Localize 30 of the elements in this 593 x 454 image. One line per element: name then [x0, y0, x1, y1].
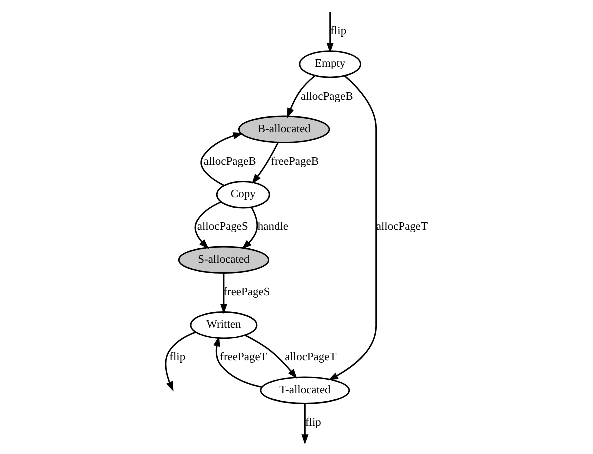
- edge-label: handle: [257, 220, 288, 233]
- arrow: [200, 132, 243, 186]
- arrow: [213, 336, 262, 388]
- edge-label: flip: [169, 351, 186, 364]
- arrow: [194, 201, 222, 249]
- arrow: [164, 331, 196, 392]
- edge-label: freePageT: [220, 351, 267, 364]
- arrow: [241, 206, 258, 250]
- edge-label: allocPageT: [376, 220, 428, 233]
- node-ellipse: T-allocated: [260, 376, 350, 404]
- arrow: [244, 334, 297, 379]
- node-ellipse: Empty: [298, 50, 361, 78]
- edge-label: allocPageB: [203, 155, 256, 168]
- arrow: [220, 272, 227, 314]
- node-ellipse: B-allocated: [238, 115, 330, 143]
- arrow: [328, 75, 377, 380]
- edge-label: freePageB: [270, 155, 319, 168]
- edge-label: allocPageS: [196, 220, 248, 233]
- arrow: [301, 403, 308, 444]
- arrow: [251, 142, 278, 184]
- edge-label: flip: [330, 25, 346, 38]
- arrow: [326, 12, 334, 53]
- node-ellipse: Copy: [216, 180, 270, 208]
- node-ellipse: Written: [190, 311, 258, 339]
- node-ellipse: S-allocated: [178, 246, 270, 274]
- arrow: [286, 75, 315, 118]
- edge-label: allocPageT: [284, 351, 336, 364]
- edge-label: allocPageB: [300, 90, 353, 102]
- edge-label: freePageS: [223, 286, 270, 298]
- edge-label: flip: [304, 416, 321, 428]
